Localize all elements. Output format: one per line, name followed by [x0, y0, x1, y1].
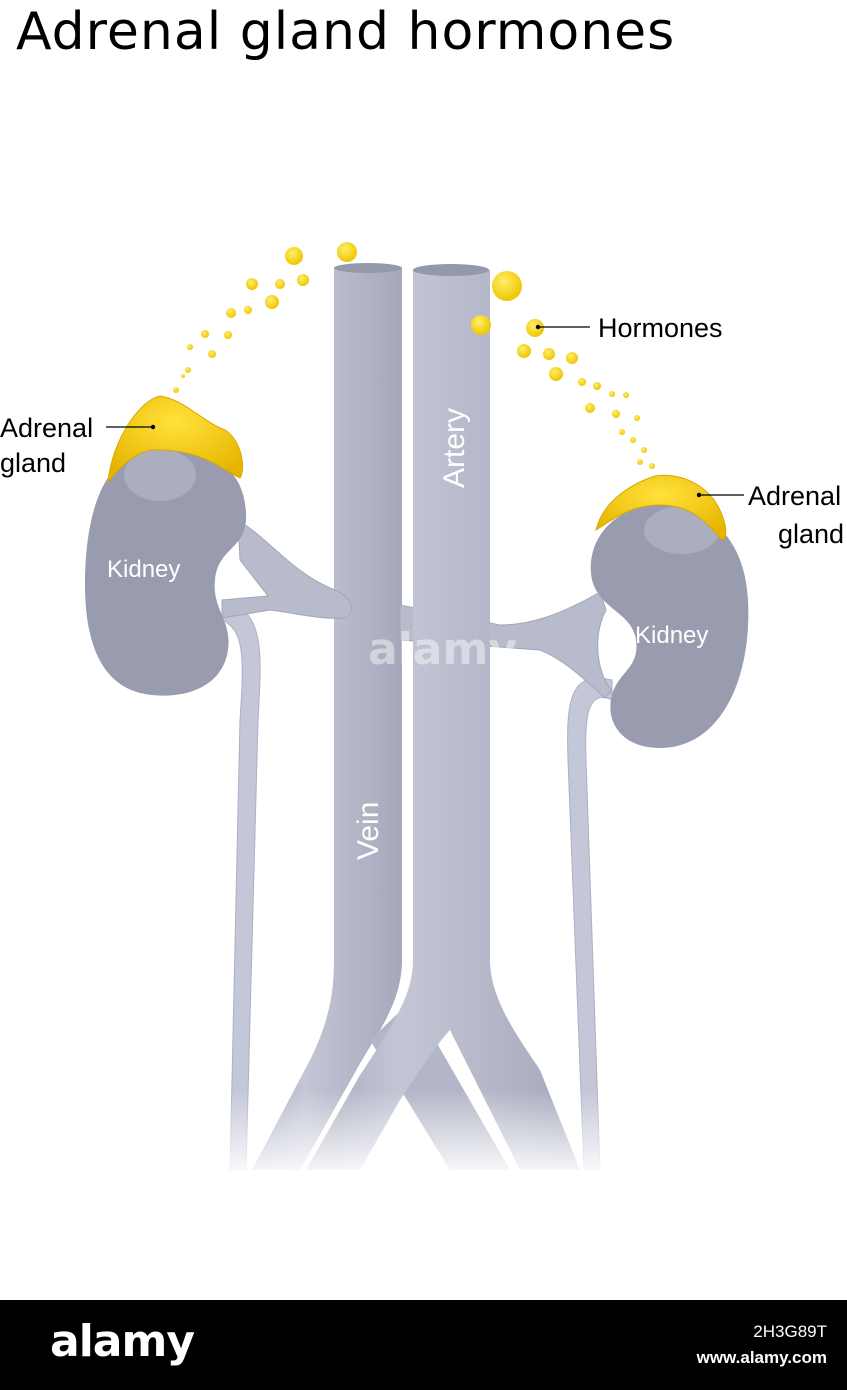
adrenal-gland-right — [595, 474, 727, 541]
adrenal-gland-left — [107, 395, 244, 484]
vein-label: Vein — [352, 802, 385, 860]
site-url: www.alamy.com — [696, 1348, 827, 1367]
artery — [306, 264, 580, 1170]
kidney-left-label: Kidney — [107, 556, 180, 583]
diagram: Adrenal gland hormones — [0, 2, 844, 1180]
kidney-right-label: Kidney — [635, 622, 708, 649]
hormones-label: Hormones — [598, 313, 723, 343]
brand-logo: alamy — [50, 1316, 195, 1367]
adrenal-gland-left-label-1: Adrenal — [0, 413, 93, 443]
artery-label: Artery — [438, 408, 471, 488]
adrenal-gland-right-label-1: Adrenal — [748, 481, 841, 511]
leader-dot-adrenal-left — [150, 424, 156, 430]
leader-dot-adrenal-right — [696, 492, 702, 498]
adrenal-gland-left-label-2: gland — [0, 448, 66, 478]
leader-lines — [106, 326, 744, 496]
ureter-left — [221, 599, 261, 1171]
diagram-illustration: Hormones Adrenal gland Adrenal gland Kid… — [0, 242, 844, 1180]
leader-dot-hormones — [535, 324, 541, 330]
footer-bar: alamy 2H3G89T www.alamy.com — [0, 1300, 847, 1390]
kidney-left — [85, 448, 247, 696]
hormone-particles — [173, 242, 655, 469]
adrenal-gland-right-label-2: gland — [778, 519, 844, 549]
watermark-text: alamy — [368, 624, 517, 675]
page-title: Adrenal gland hormones — [16, 2, 676, 62]
image-id: 2H3G89T — [753, 1322, 827, 1341]
